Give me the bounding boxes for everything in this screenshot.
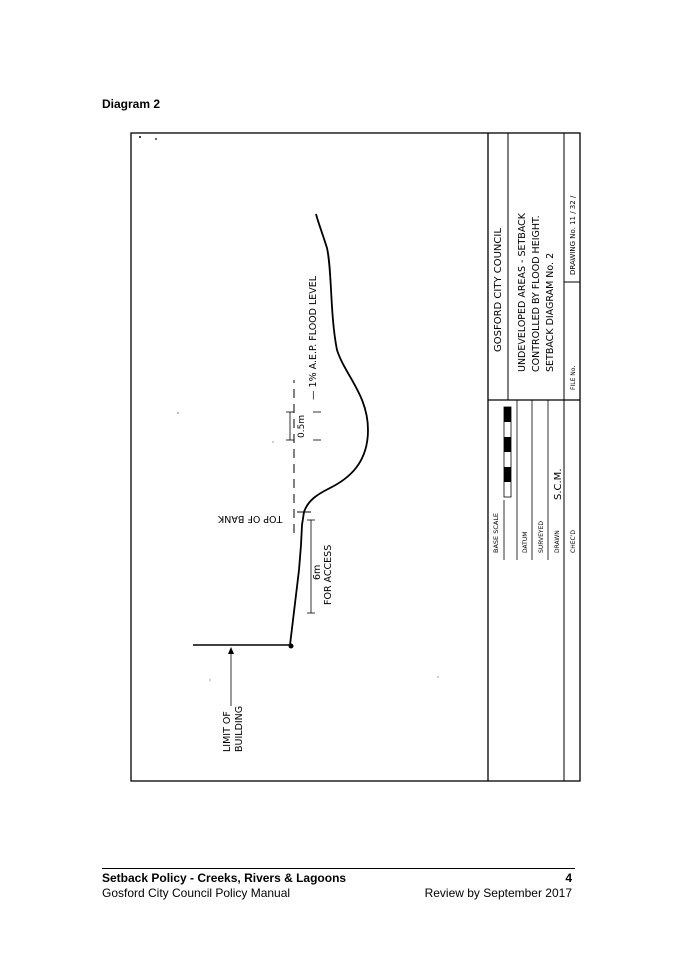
scan-speck <box>139 136 141 138</box>
limit-label-line2: BUILDING <box>234 706 245 752</box>
scan-speck <box>437 676 439 678</box>
drawn-by: S.C.M. <box>553 469 564 501</box>
bank-profile <box>289 213 369 646</box>
setback-point <box>288 643 294 649</box>
limit-arrow <box>228 647 234 654</box>
scan-speck <box>177 412 179 414</box>
footer-page-number: 4 <box>565 871 572 885</box>
top-of-bank-label: TOP OF BANK <box>217 513 283 524</box>
footer-manual: Gosford City Council Policy Manual <box>102 886 291 900</box>
diagram-label: Diagram 2 <box>102 97 161 111</box>
checked-label: CHEC'D <box>570 530 577 553</box>
scan-speck <box>272 441 274 443</box>
footer-rule <box>102 868 575 869</box>
flood-level-label: — 1% A.E.P. FLOOD LEVEL <box>308 275 319 400</box>
scan-speck <box>209 679 211 681</box>
base-scale-label: BASE SCALE <box>492 513 500 553</box>
scale-bar-segment <box>504 467 511 482</box>
datum-label: DATUM <box>522 532 529 553</box>
access-label: FOR ACCESS <box>323 545 334 605</box>
footer-review: Review by September 2017 <box>424 886 572 900</box>
file-number-label: FILE No. <box>570 366 577 390</box>
drawing-border <box>130 132 581 782</box>
freeboard-label: 0.5m <box>297 415 307 438</box>
access-width-label: 6m <box>312 565 323 580</box>
drawing-number: DRAWING No. 11 / 32 / <box>569 195 577 275</box>
footer-row-title: Setback Policy - Creeks, Rivers & Lagoon… <box>102 871 572 885</box>
drawing-title-line3: SETBACK DIAGRAM No. 2 <box>545 253 556 372</box>
drawing-title-line1: UNDEVELOPED AREAS - SETBACK <box>517 212 528 372</box>
scan-speck <box>155 138 157 140</box>
council-name: GOSFORD CITY COUNCIL <box>493 228 504 352</box>
limit-label-line1: LIMIT OF <box>222 711 233 752</box>
footer-row-manual: Gosford City Council Policy Manual Revie… <box>102 886 572 900</box>
scale-bar-segment <box>504 437 511 452</box>
drawing-title-line2: CONTROLLED BY FLOOD HEIGHT. <box>531 215 542 372</box>
surveyed-label: SURVEYED <box>538 521 545 553</box>
drawn-label: DRAWN <box>554 530 561 553</box>
scale-bar-segment <box>504 407 511 422</box>
footer-doc-title: Setback Policy - Creeks, Rivers & Lagoon… <box>102 871 347 885</box>
